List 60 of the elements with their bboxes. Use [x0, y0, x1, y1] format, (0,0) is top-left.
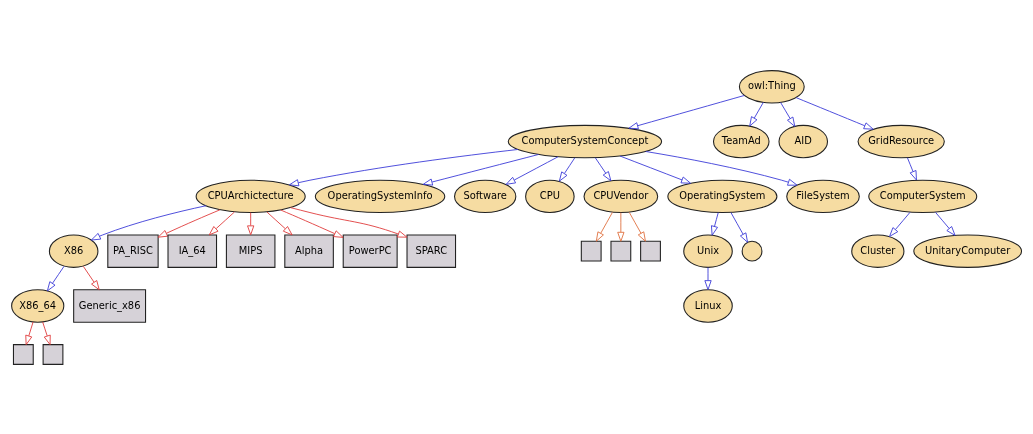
node-box: Alpha [284, 234, 334, 268]
node-ellipse: Linux [683, 288, 733, 323]
node-box: PA_RISC [107, 234, 159, 268]
arrow [46, 265, 65, 291]
node-ellipse: OperatingSystem [667, 179, 778, 213]
node-ellipse: TeamAd [712, 124, 770, 158]
node-box [580, 240, 602, 262]
arrow [90, 204, 207, 241]
arrow [730, 211, 748, 243]
arrow [595, 211, 613, 242]
arrow [208, 211, 235, 235]
arrow [935, 211, 956, 236]
node-ellipse: Software [454, 179, 517, 213]
arrow [628, 211, 646, 242]
node-ellipse: owl:Thing [738, 69, 805, 103]
arrow [82, 265, 100, 290]
arrow [422, 153, 539, 186]
arrow [42, 321, 51, 345]
node-box: IA_64 [167, 234, 218, 268]
arrow [25, 321, 34, 345]
arrow [266, 211, 293, 235]
node-box [12, 343, 34, 365]
node-ellipse: X86_64 [11, 288, 65, 323]
node-box [640, 240, 661, 262]
arrow [247, 211, 255, 235]
node-ellipse: Cluster [851, 234, 905, 268]
arrow [280, 209, 344, 238]
arrow [505, 155, 559, 185]
arrow [795, 96, 874, 130]
node-ellipse: CPU [525, 179, 575, 213]
node-box [42, 343, 64, 365]
node-box: MIPS [225, 234, 276, 268]
arrow [780, 101, 796, 127]
arrow [645, 150, 798, 186]
arrow [907, 156, 917, 180]
arrow [617, 211, 625, 242]
node-box: SPARC [406, 234, 457, 268]
node-ellipse: ComputerSystem [868, 179, 978, 213]
arrow [558, 156, 576, 182]
node-ellipse: AID [778, 124, 829, 158]
arrow [711, 211, 719, 236]
arrow [290, 206, 408, 238]
arrow [289, 148, 519, 186]
arrow [704, 266, 712, 290]
node-ellipse: Unix [683, 234, 733, 268]
node-ellipse: GridResource [857, 124, 945, 158]
node-ellipse: ComputerSystemConcept [507, 124, 663, 158]
node-ellipse: X86 [48, 234, 99, 268]
arrow [628, 94, 745, 129]
node-ellipse: UnitaryComputer [913, 234, 1023, 268]
arrow [889, 211, 911, 237]
arrow [594, 156, 612, 181]
node-circle [741, 240, 763, 262]
arrow [749, 101, 764, 126]
arrow [619, 155, 691, 184]
arrow [157, 208, 221, 238]
node-box: PowerPC [342, 234, 398, 268]
node-box [610, 240, 632, 262]
node-ellipse: CPUVendor [583, 179, 659, 213]
node-box: Generic_x86 [73, 288, 147, 323]
